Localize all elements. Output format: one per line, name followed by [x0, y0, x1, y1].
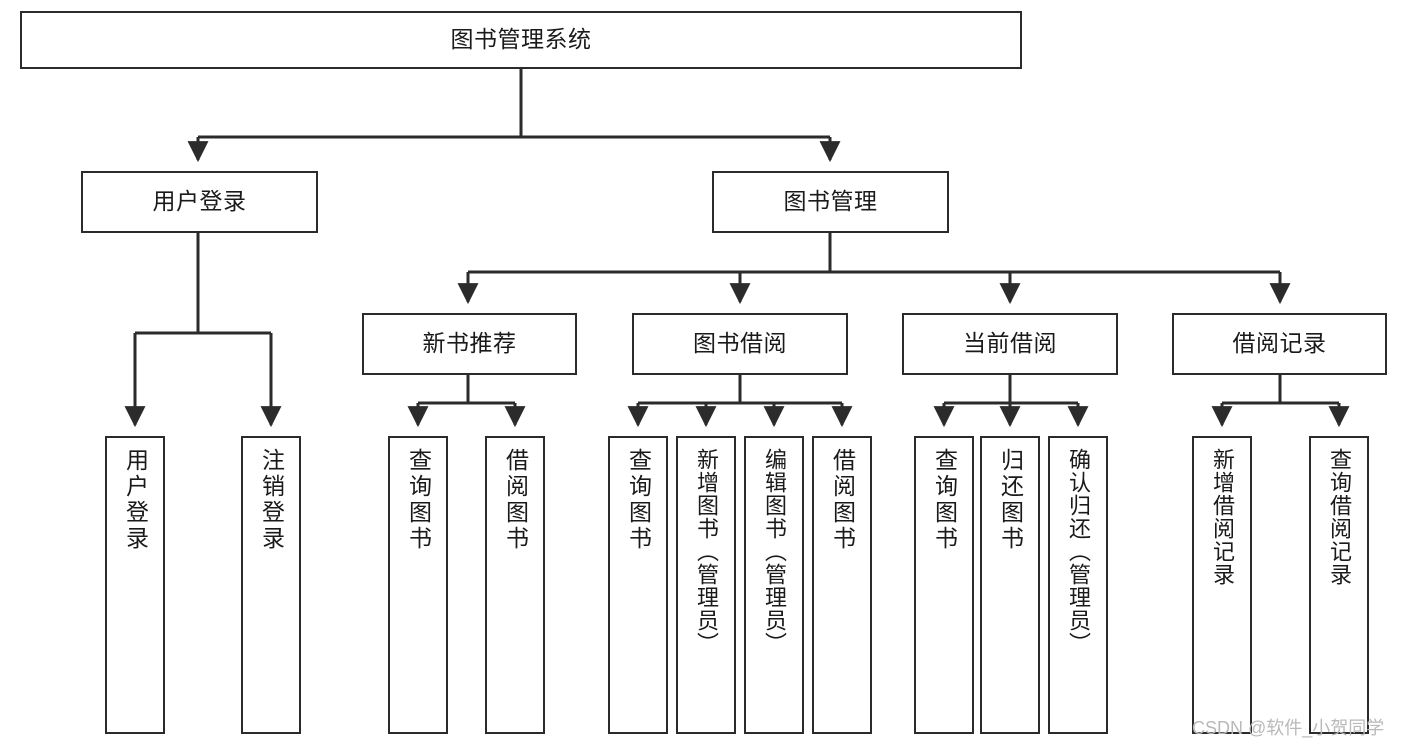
node-label: 借阅图书 [829, 448, 856, 552]
leaf-query-book-current[interactable]: 查询图书 [914, 436, 974, 734]
leaf-edit-book[interactable]: 编辑图书（管理员） [744, 436, 804, 734]
node-book-manage[interactable]: 图书管理 [712, 171, 949, 233]
node-label: 注销登录 [258, 448, 285, 552]
leaf-logout[interactable]: 注销登录 [241, 436, 301, 734]
node-label: 新增图书（管理员） [694, 448, 719, 655]
node-label: 图书借阅 [693, 330, 787, 357]
leaf-query-borrow-record[interactable]: 查询借阅记录 [1309, 436, 1369, 734]
node-label: 新书推荐 [422, 330, 517, 357]
node-label: 用户登录 [122, 448, 149, 552]
node-label: 用户登录 [152, 188, 247, 215]
leaf-user-login[interactable]: 用户登录 [105, 436, 165, 734]
leaf-query-book-recommend[interactable]: 查询图书 [388, 436, 448, 734]
node-label: 查询图书 [931, 448, 958, 552]
node-user-login[interactable]: 用户登录 [81, 171, 318, 233]
node-book-borrow[interactable]: 图书借阅 [632, 313, 848, 375]
leaf-borrow-book[interactable]: 借阅图书 [812, 436, 872, 734]
node-label: 确认归还（管理员） [1066, 448, 1091, 655]
node-label: 编辑图书（管理员） [762, 448, 787, 655]
node-label: 借阅图书 [502, 448, 529, 552]
node-label: 图书管理 [783, 188, 878, 215]
node-label: 图书管理系统 [450, 26, 592, 53]
node-label: 查询借阅记录 [1327, 448, 1352, 586]
leaf-add-borrow-record[interactable]: 新增借阅记录 [1192, 436, 1252, 734]
node-label: 新增借阅记录 [1210, 448, 1235, 586]
watermark-text: CSDN @软件_小贺同学 [1192, 718, 1385, 738]
node-label: 借阅记录 [1232, 330, 1327, 357]
node-borrow-record[interactable]: 借阅记录 [1172, 313, 1387, 375]
node-current-borrow[interactable]: 当前借阅 [902, 313, 1118, 375]
node-root-system[interactable]: 图书管理系统 [20, 11, 1022, 69]
leaf-borrow-book-recommend[interactable]: 借阅图书 [485, 436, 545, 734]
leaf-confirm-return[interactable]: 确认归还（管理员） [1048, 436, 1108, 734]
node-new-book-recommend[interactable]: 新书推荐 [362, 313, 577, 375]
node-label: 查询图书 [625, 448, 652, 552]
leaf-return-book[interactable]: 归还图书 [980, 436, 1040, 734]
node-label: 当前借阅 [963, 330, 1057, 357]
node-label: 查询图书 [405, 448, 432, 552]
node-label: 归还图书 [997, 448, 1024, 552]
leaf-add-book[interactable]: 新增图书（管理员） [676, 436, 736, 734]
leaf-query-book-borrow[interactable]: 查询图书 [608, 436, 668, 734]
